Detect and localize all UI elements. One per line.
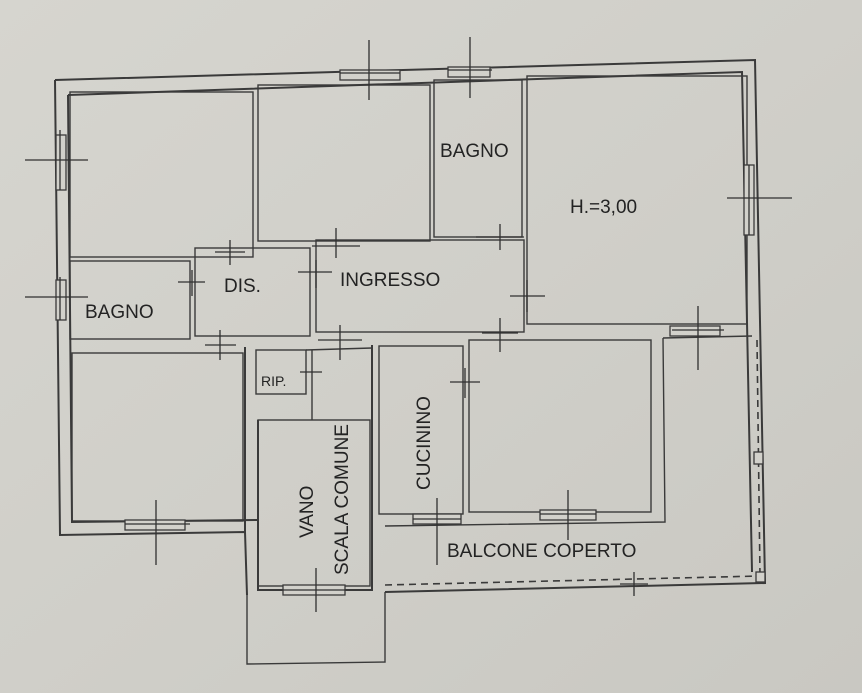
balcony-edge xyxy=(384,339,766,586)
label-cucinino: CUCININO xyxy=(414,396,435,490)
label-balcone-coperto: BALCONE COPERTO xyxy=(447,541,636,562)
label-main-room-height: H.=3,00 xyxy=(570,197,637,218)
label-ingresso: INGRESSO xyxy=(340,270,440,291)
label-scala-comune: SCALA COMUNE xyxy=(332,424,353,575)
label-bagno-upper: BAGNO xyxy=(440,141,509,162)
label-bagno-left: BAGNO xyxy=(85,302,154,323)
label-disimpegno: DIS. xyxy=(224,276,261,297)
label-vano: VANO xyxy=(297,486,318,538)
opening-markers xyxy=(25,37,792,612)
label-ripostiglio: RIP. xyxy=(261,373,286,389)
